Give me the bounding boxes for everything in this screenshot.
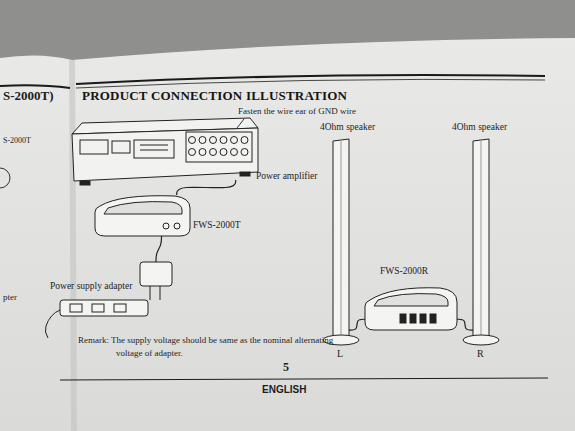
cable xyxy=(156,236,162,262)
page-fragment: S-2000T) xyxy=(3,88,54,104)
power-amplifier: Power amplifier xyxy=(72,120,258,180)
rca-jack xyxy=(231,137,238,144)
rca-jack xyxy=(241,149,248,156)
leader-line xyxy=(237,119,244,128)
left-page-figure xyxy=(0,168,10,188)
cable xyxy=(177,180,236,195)
speaker-right-drawing xyxy=(463,139,499,345)
page-gutter xyxy=(72,60,74,431)
rca-jack xyxy=(231,149,238,156)
power-strip-drawing xyxy=(45,300,148,338)
rca-jack xyxy=(210,149,217,156)
device-label: FWS-2000R xyxy=(380,266,472,277)
rca-jack xyxy=(199,137,206,144)
speaker-column: 4Ohm speaker xyxy=(473,139,489,338)
device-label: Power supply adapter xyxy=(50,281,82,292)
header-rule xyxy=(76,79,545,88)
device-label: FWS-2000T xyxy=(193,220,288,231)
footer-rule xyxy=(60,378,548,380)
device-label: Power amplifier xyxy=(256,171,442,182)
transmitter-unit: FWS-2000T xyxy=(95,195,190,236)
transmitter-drawing xyxy=(95,196,190,236)
cable xyxy=(349,319,365,330)
adapter-drawing xyxy=(140,262,172,300)
cable xyxy=(457,319,473,330)
speaker-column: 4Ohm speaker xyxy=(333,139,349,338)
header-rule xyxy=(0,85,70,88)
language-footer: ENGLISH xyxy=(262,384,306,395)
rca-jack xyxy=(189,137,196,144)
rca-jack xyxy=(220,149,227,156)
page-fragment: S-2000T xyxy=(3,136,31,145)
speaker-left-drawing xyxy=(323,139,359,345)
device-label: 4Ohm speaker xyxy=(320,122,336,133)
callout-note: Fasten the wire ear of GND wire xyxy=(238,106,356,116)
page-fragment: pter xyxy=(3,292,17,302)
page-title: PRODUCT CONNECTION ILLUSTRATION xyxy=(82,88,347,104)
rca-jack xyxy=(189,149,196,156)
power-adapter: Power supply adapter xyxy=(140,262,172,286)
channel-letter: L xyxy=(337,348,343,359)
booklet-page xyxy=(0,38,575,431)
rca-jack xyxy=(199,149,206,156)
rca-jack xyxy=(241,137,248,144)
rca-jack xyxy=(210,137,217,144)
receiver-drawing xyxy=(365,288,457,330)
page-number: 5 xyxy=(283,360,289,375)
device-label: 4Ohm speaker xyxy=(452,122,468,133)
remark-note: Remark: The supply voltage should be sam… xyxy=(78,334,348,360)
channel-letter: R xyxy=(477,348,484,359)
rca-jack xyxy=(220,137,227,144)
power-amplifier-drawing xyxy=(72,118,258,185)
receiver-unit: FWS-2000R xyxy=(365,287,457,330)
